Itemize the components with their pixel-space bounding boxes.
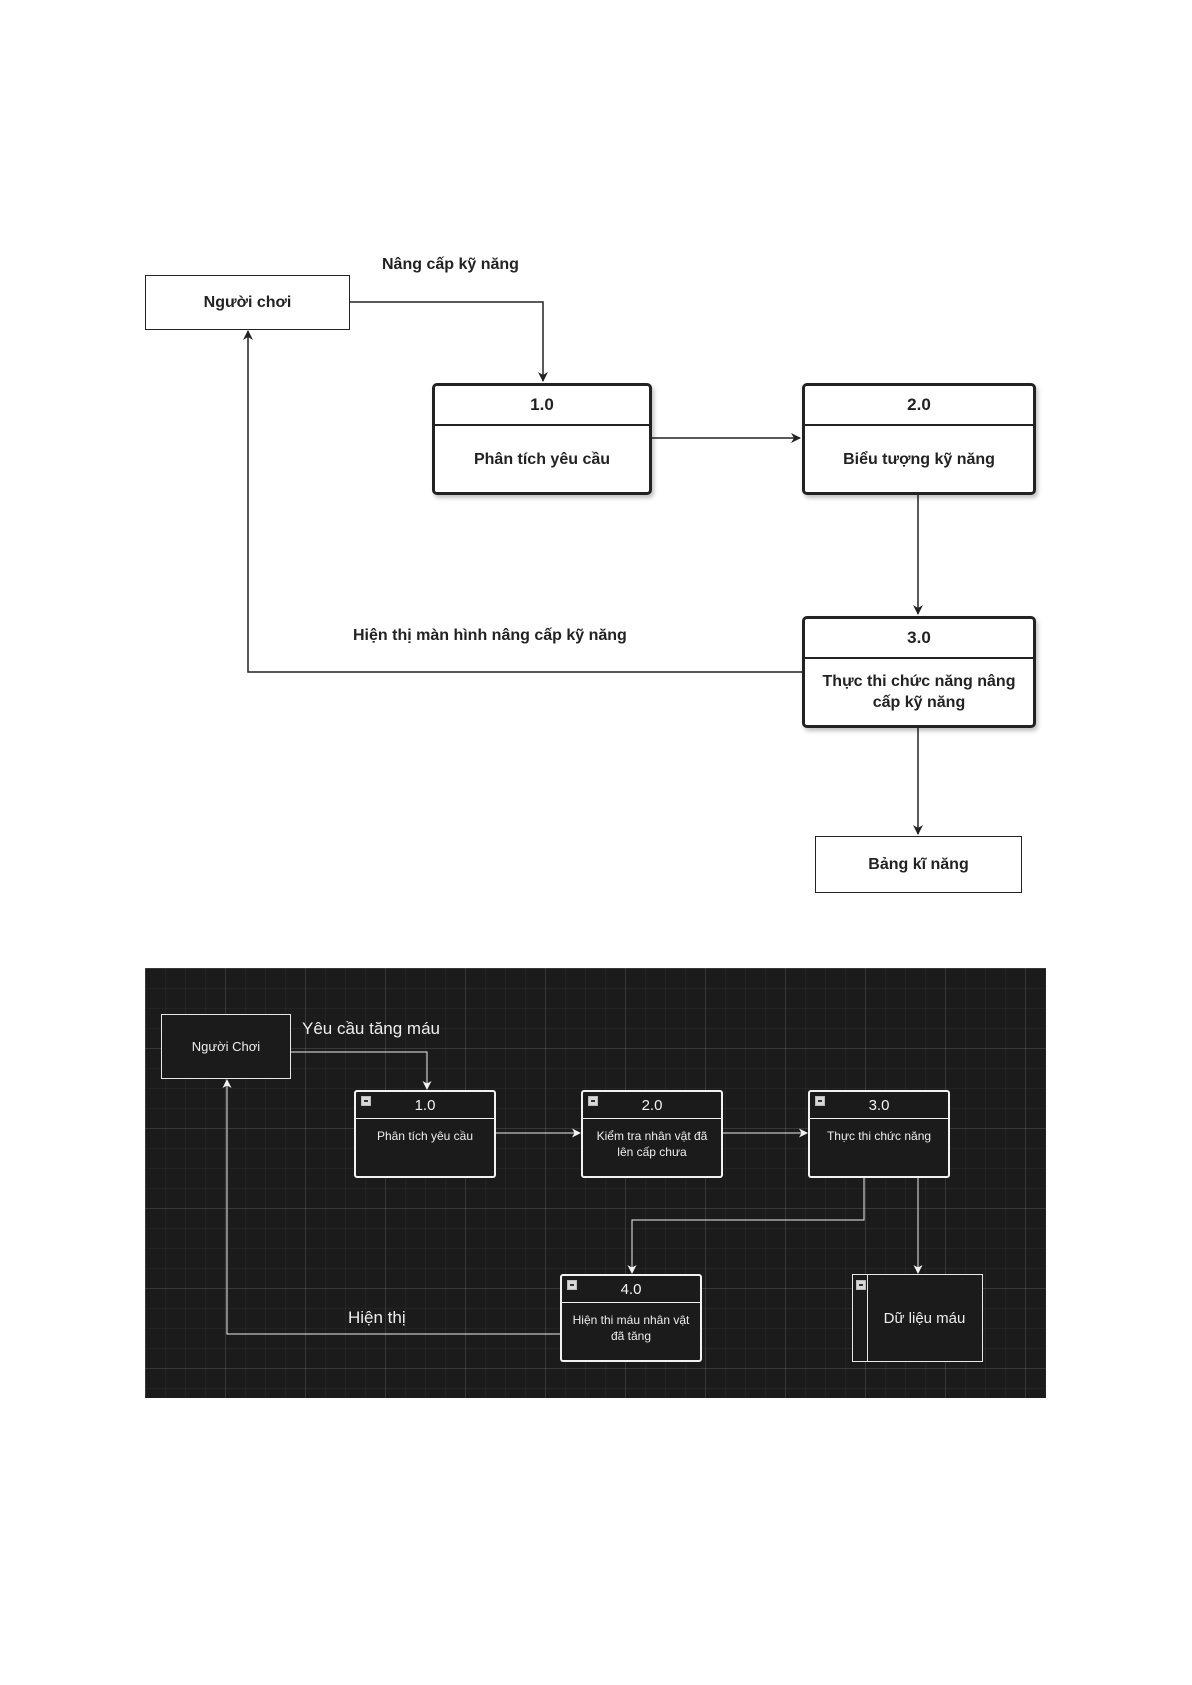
collapse-icon[interactable] [588,1096,598,1106]
process-1: 1.0 Phân tích yêu cầu [354,1090,496,1178]
flow-arrow-player-to-1 [291,1051,432,1090]
store-label: Dữ liệu máu [883,1309,966,1327]
process-2: 2.0 Biểu tượng kỹ năng [802,383,1036,495]
process-id: 1.0 [414,1096,436,1114]
process-name: Biểu tượng kỹ năng [843,450,995,468]
process-3: 3.0 Thực thi chức năng [808,1090,950,1178]
diagram-1-connectors [243,301,923,835]
process-1: 1.0 Phân tích yêu cầu [432,383,652,495]
collapse-icon[interactable] [815,1096,825,1106]
process-name: Thực thi chức năng [826,1129,932,1143]
diagram-2-connectors [222,1051,923,1335]
store-divider [867,1275,868,1361]
flow-label-display: Hiện thị [348,1308,406,1327]
process-id: 4.0 [620,1280,642,1298]
process-id: 2.0 [805,386,1033,426]
flow-arrow-player-to-1 [350,301,548,382]
process-name: Phân tích yêu cầu [376,1129,474,1143]
process-id: 2.0 [641,1096,663,1114]
flow-label-request: Yêu cầu tăng máu [302,1019,440,1038]
flow-label-request: Nâng cấp kỹ năng [382,256,519,273]
collapse-icon[interactable] [361,1096,371,1106]
external-entity-player: Người chơi [145,275,350,330]
process-2: 2.0 Kiểm tra nhân vật đã lên cấp chưa [581,1090,723,1178]
flow-label-display: Hiện thị màn hình nâng cấp kỹ năng [353,627,627,644]
entity-label: Người chơi [203,293,292,311]
external-entity-player: Người Chơi [161,1014,291,1079]
data-store-health: Dữ liệu máu [852,1274,983,1362]
external-entity-skill-table: Bảng kĩ năng [815,836,1022,893]
process-3: 3.0 Thực thi chức năng nâng cấp kỹ năng [802,616,1036,728]
entity-label: Người Chơi [191,1039,261,1054]
flow-arrow-4-to-player [222,1079,560,1335]
flow-arrow-3-to-4 [627,1177,865,1274]
entity-label: Bảng kĩ năng [868,855,969,873]
collapse-icon[interactable] [567,1280,577,1290]
process-name: Hiện thi máu nhân vật đã tăng [572,1313,690,1343]
dfd-diagram-skill-upgrade: Nâng cấp kỹ năng Hiện thị màn hình nâng … [145,256,1036,893]
process-name: Thực thi chức năng nâng cấp kỹ năng [822,673,1016,711]
process-name: Kiểm tra nhân vật đã lên cấp chưa [596,1129,708,1159]
collapse-icon[interactable] [856,1280,866,1290]
flow-arrow-3-to-player [243,330,802,673]
process-id: 3.0 [805,619,1033,659]
process-name: Phân tích yêu cầu [473,450,611,468]
process-4: 4.0 Hiện thi máu nhân vật đã tăng [560,1274,702,1362]
process-id: 1.0 [435,386,649,426]
dfd-diagram-health-increase: Yêu cầu tăng máu Hiện thị Người Chơi 1.0… [145,968,1046,1398]
process-id: 3.0 [868,1096,890,1114]
